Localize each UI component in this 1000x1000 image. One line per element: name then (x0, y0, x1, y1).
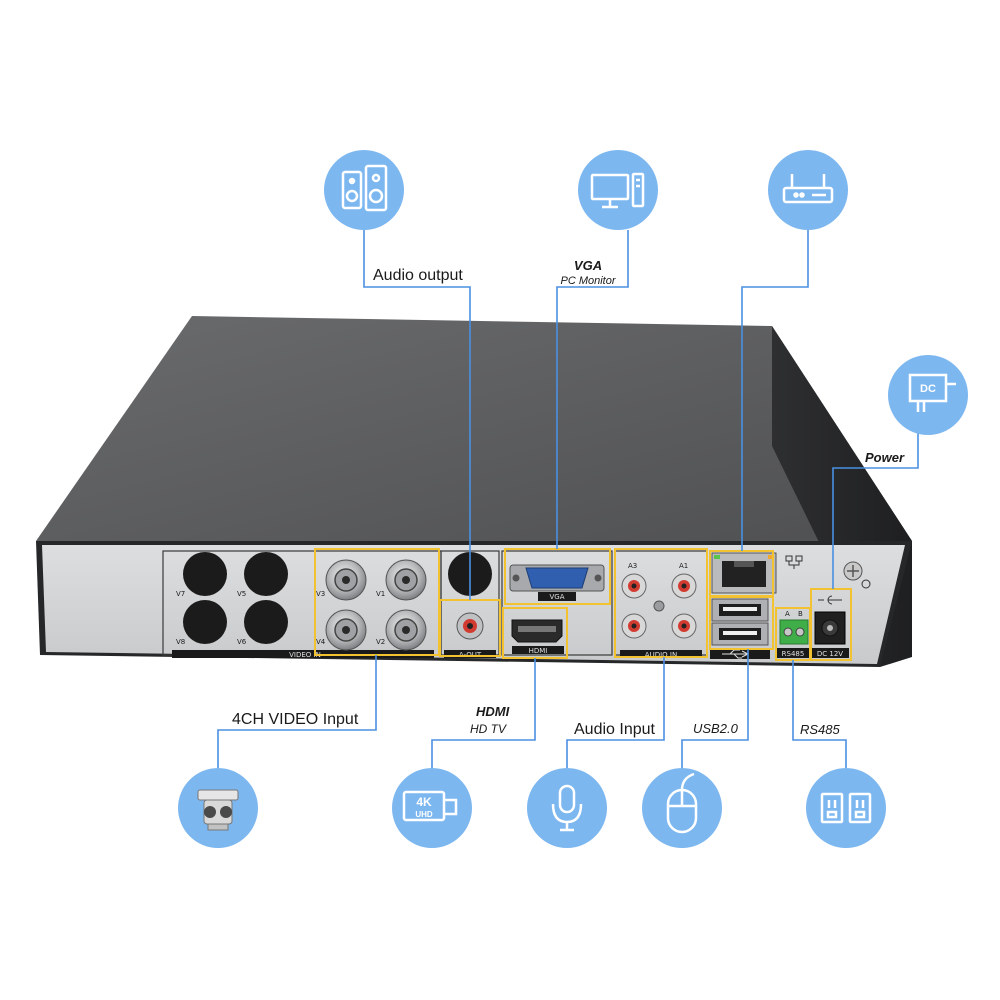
hdmi-badge-bottom: UHD (415, 810, 433, 819)
line-rs485 (792, 660, 847, 770)
power-badge-text: DC (920, 383, 936, 395)
audio-in-highlight (614, 548, 708, 658)
lan-usb-block (709, 550, 803, 659)
video-port-v8-plug (183, 600, 227, 644)
speaker-icon (341, 164, 388, 212)
vga-panel-label: VGA (549, 593, 564, 601)
rs485-terminal[interactable] (779, 619, 809, 645)
usb-port-bottom[interactable] (711, 622, 769, 646)
router-circle (768, 150, 848, 230)
video-port-v6-plug (244, 600, 288, 644)
mouse-circle (642, 768, 722, 848)
label-usb: USB2.0 (693, 721, 739, 736)
rs485-label-b: B (798, 610, 803, 618)
video-port-v7-plug (183, 552, 227, 596)
power-adapter-icon (908, 373, 956, 412)
hdmi-panel-label: HDMI (529, 647, 548, 655)
mouse-icon (666, 772, 698, 834)
dvr-device: VIDEO IN V7 V5 V8 V6 (36, 316, 912, 667)
label-power: Power (865, 450, 905, 465)
monitor-circle (578, 150, 658, 230)
vga-hdmi-block: VGA HDMI (501, 548, 613, 659)
usb-port-top[interactable] (711, 598, 769, 622)
usb-highlight (709, 596, 774, 650)
dc-polarity-icon (818, 595, 842, 605)
label-video-input: 4CH VIDEO Input (232, 711, 359, 728)
port-label-v7: V7 (176, 590, 185, 598)
video-in-block: VIDEO IN V7 V5 V8 V6 (162, 548, 442, 659)
router-icon (782, 174, 834, 204)
ground-screw (843, 561, 871, 589)
power-adapter-circle: DC (888, 355, 968, 435)
panel-screw (653, 600, 665, 612)
rs485-label-a: A (785, 610, 790, 618)
bnc-port-v2[interactable] (385, 609, 427, 651)
dvr-top-cover (36, 316, 912, 541)
port-label-a1: A1 (679, 562, 688, 570)
line-vga (556, 230, 629, 549)
hdmi-port[interactable] (511, 619, 563, 643)
hdmi-badge-top: 4K (416, 795, 432, 809)
dc-power-jack[interactable] (814, 611, 846, 645)
hdmi-circle: 4K UHD (392, 768, 472, 848)
dc12v-panel-label: DC 12V (817, 650, 843, 658)
label-hdmi-sub: HD TV (470, 722, 507, 736)
label-hdmi: HDMI (476, 704, 510, 719)
label-audio-output: Audio output (373, 267, 463, 284)
label-rs485: RS485 (800, 722, 841, 737)
label-vga-sub: PC Monitor (560, 275, 616, 287)
port-label-a3: A3 (628, 562, 637, 570)
port-label-v6: V6 (237, 638, 247, 646)
video-in-panel-label: VIDEO IN (289, 651, 321, 659)
microphone-circle (527, 768, 607, 848)
audio-in-panel-label: AUDIO IN (645, 651, 677, 659)
line-audio-output (363, 230, 471, 600)
audio-in-block: A3 A1 AUDIO IN (614, 548, 708, 659)
monitor-icon (590, 172, 645, 209)
port-label-v1: V1 (376, 590, 385, 598)
rs485-dc-block: A B RS485 DC 12V (775, 561, 871, 661)
rca-port-a2[interactable] (671, 613, 697, 639)
line-network (741, 230, 809, 551)
rca-port-a1[interactable] (671, 573, 697, 599)
port-label-v5: V5 (237, 590, 246, 598)
camera-circle (178, 768, 258, 848)
label-vga: VGA (574, 258, 602, 273)
line-power (832, 430, 919, 589)
lan-port[interactable] (711, 552, 777, 594)
speaker-circle (324, 150, 404, 230)
rs485-connector-icon (820, 792, 872, 824)
rca-port-audio-out[interactable] (456, 612, 484, 640)
ptz-camera-icon (197, 789, 239, 831)
bnc-port-v1[interactable] (385, 559, 427, 601)
dc-highlight (810, 588, 852, 661)
line-audio-input (566, 657, 665, 768)
port-label-v3: V3 (316, 590, 325, 598)
vga-port[interactable] (509, 564, 605, 592)
rs485-circle (806, 768, 886, 848)
bnc-port-v3[interactable] (325, 559, 367, 601)
line-video-input (217, 655, 377, 768)
lan-symbol-icon (785, 555, 803, 569)
microphone-icon (551, 784, 583, 832)
port-label-v8: V8 (176, 638, 185, 646)
line-usb (681, 649, 749, 775)
video-port-v5-plug (244, 552, 288, 596)
port-label-v4: V4 (316, 638, 326, 646)
port-label-v2: V2 (376, 638, 385, 646)
bnc-port-v4[interactable] (325, 609, 367, 651)
4k-uhd-icon: 4K UHD (402, 790, 458, 822)
label-audio-input: Audio Input (574, 721, 656, 738)
line-hdmi (431, 658, 536, 772)
rca-port-a4[interactable] (621, 613, 647, 639)
rca-port-a3[interactable] (621, 573, 647, 599)
rs485-panel-label: RS485 (782, 650, 805, 658)
connector-lines (217, 230, 919, 775)
